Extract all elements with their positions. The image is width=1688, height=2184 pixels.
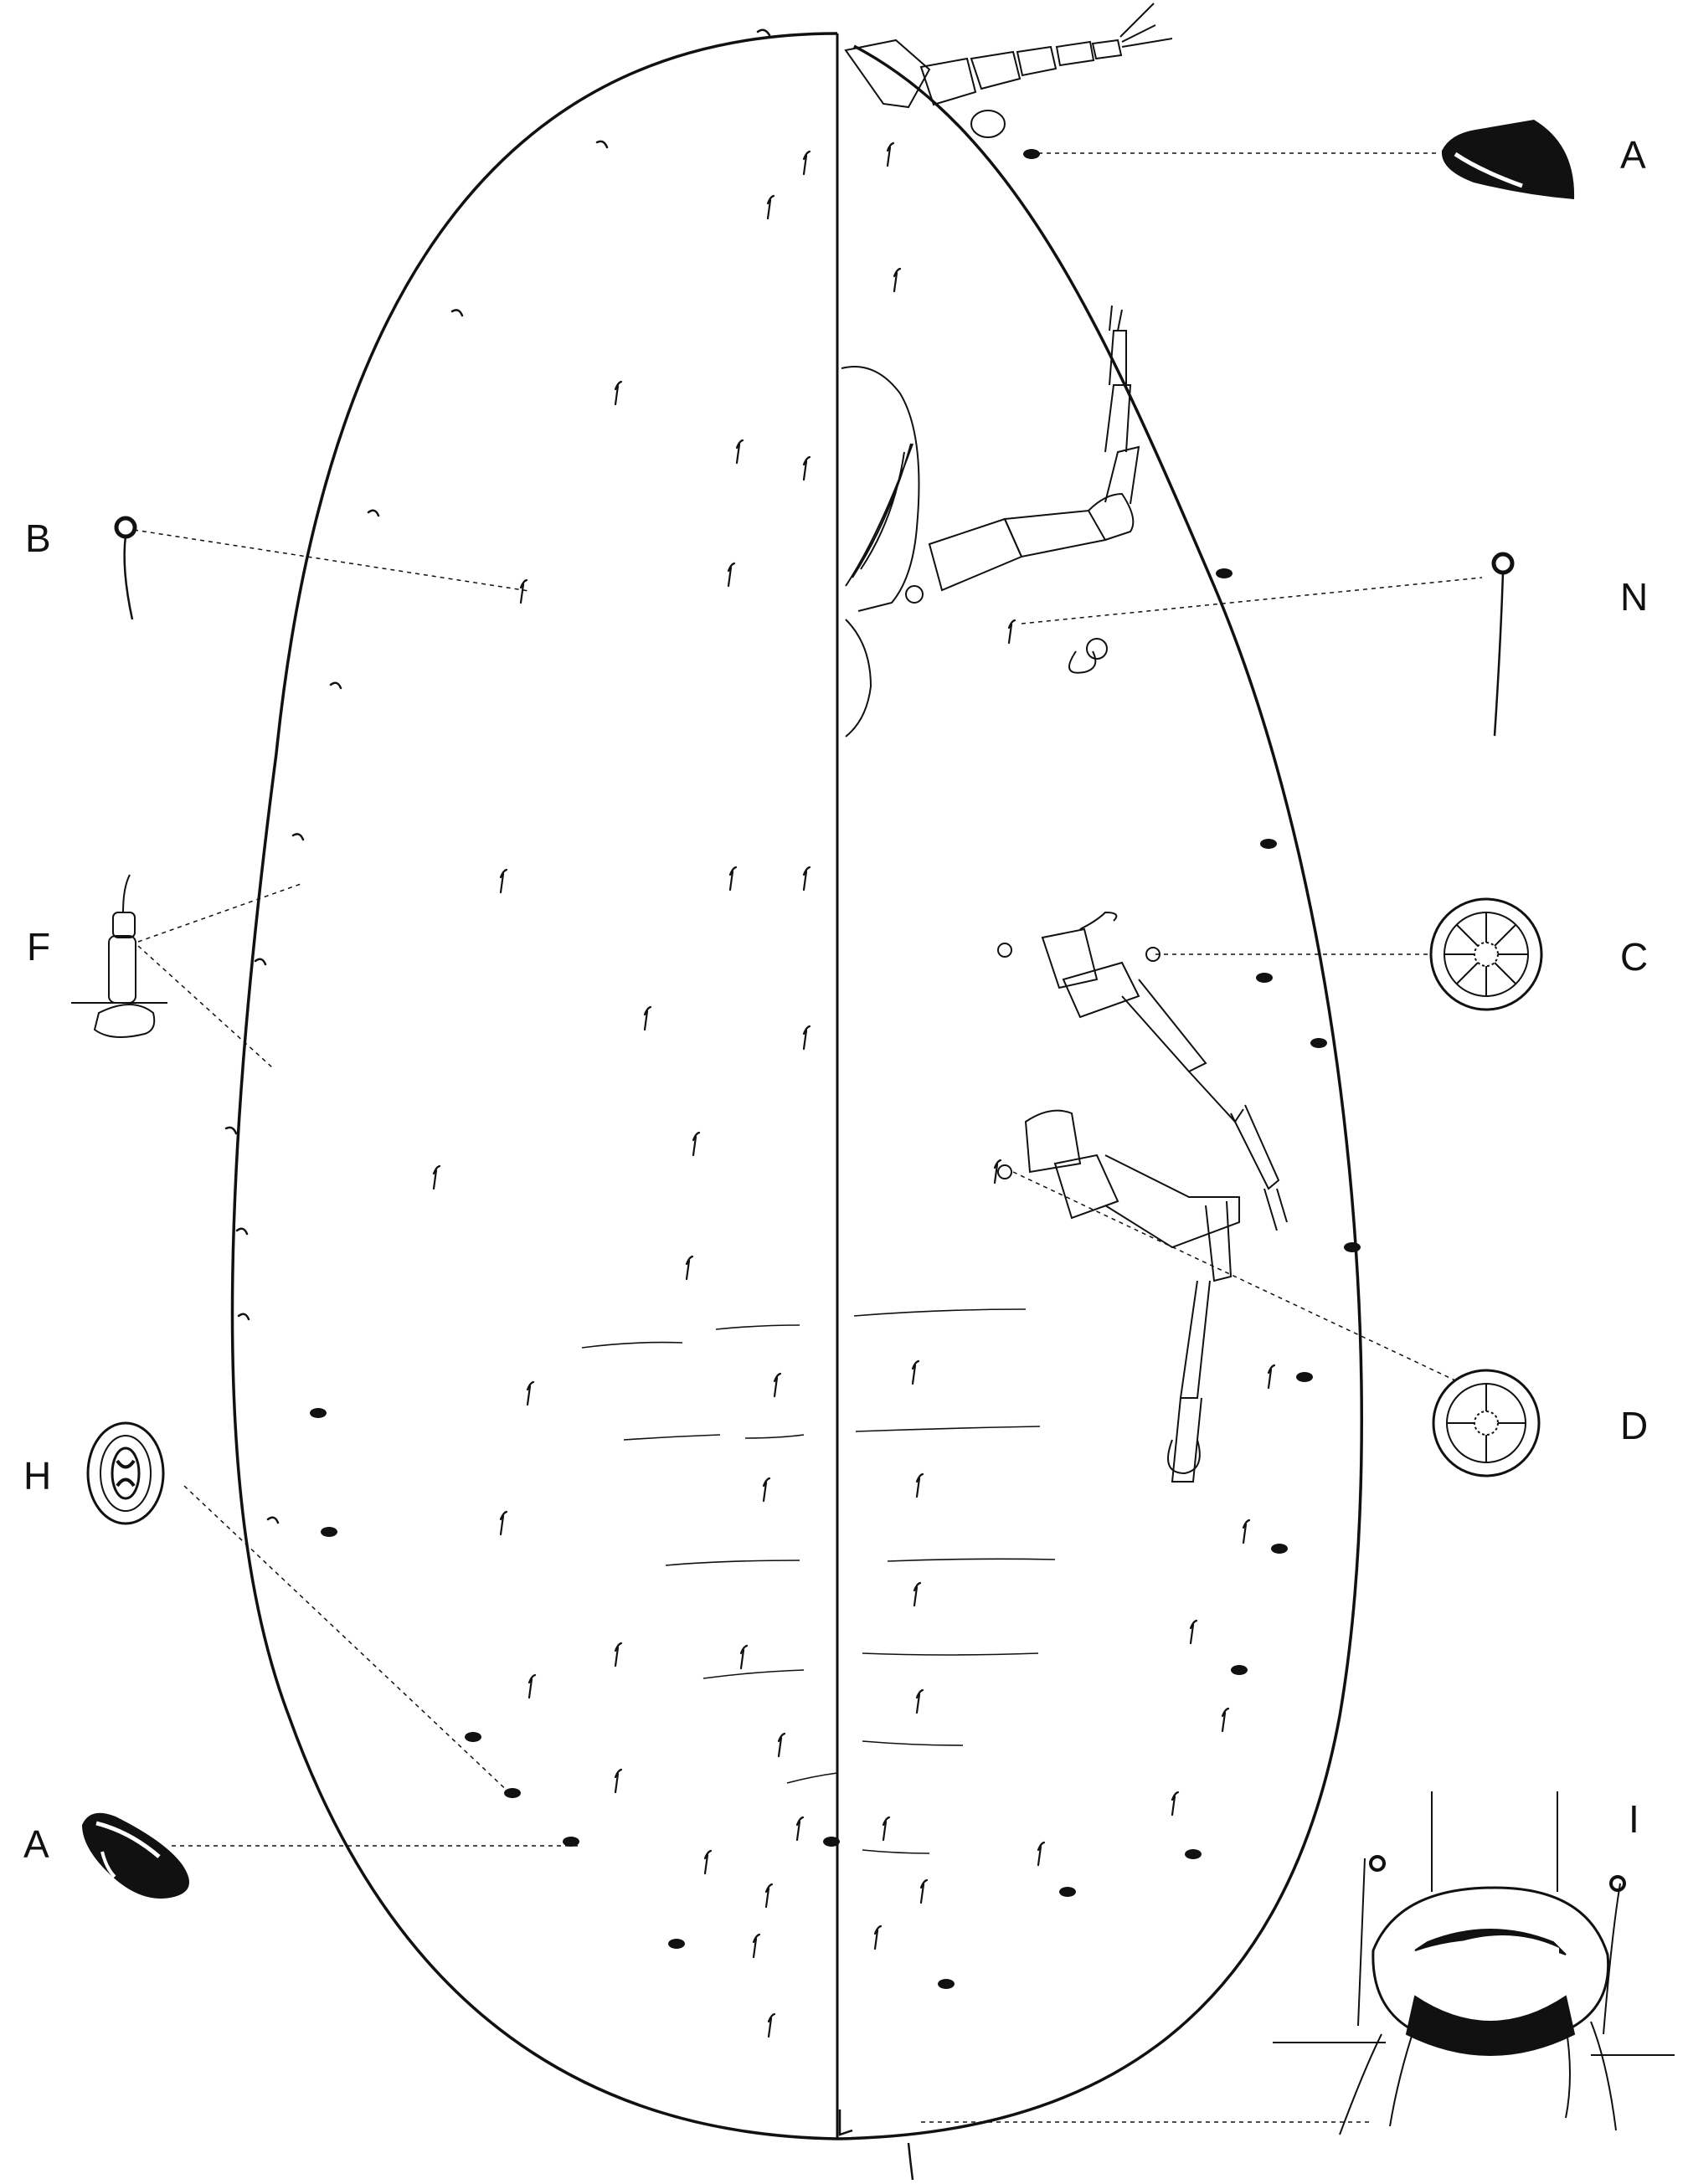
spiracles — [997, 943, 1160, 1179]
label-d: D — [1620, 1404, 1649, 1447]
label-i: I — [1629, 1797, 1639, 1841]
detail-b — [114, 516, 137, 620]
segment-lines — [581, 1308, 1056, 1854]
detail-f — [71, 874, 167, 1038]
detail-a-bottom — [82, 1812, 189, 1899]
label-c: C — [1620, 935, 1649, 979]
label-a-bottom: A — [23, 1822, 49, 1866]
body-outline — [230, 32, 1363, 2140]
label-f: F — [27, 925, 51, 969]
dorsal-setae — [432, 150, 811, 2038]
leg-3 — [1024, 1109, 1240, 1483]
detail-n — [1491, 552, 1515, 737]
marginal-pores — [310, 149, 1361, 1989]
detail-c — [1429, 897, 1543, 1011]
label-h: H — [23, 1454, 52, 1498]
leader-lines — [133, 152, 1483, 2123]
ventral-setae — [873, 141, 1276, 1950]
anal-ring — [838, 2109, 914, 2184]
label-a-top: A — [1620, 133, 1646, 177]
mouthparts — [841, 366, 924, 737]
marginal-setae — [224, 28, 771, 1524]
antenna — [844, 3, 1173, 138]
label-b: B — [25, 516, 51, 560]
detail-d — [1432, 1369, 1541, 1477]
label-n: N — [1620, 575, 1649, 619]
leg-2 — [1041, 911, 1288, 1231]
detail-h — [86, 1421, 165, 1525]
detail-i — [1273, 1791, 1675, 2135]
detail-a-top — [1441, 120, 1575, 199]
leg-1 — [928, 305, 1140, 674]
